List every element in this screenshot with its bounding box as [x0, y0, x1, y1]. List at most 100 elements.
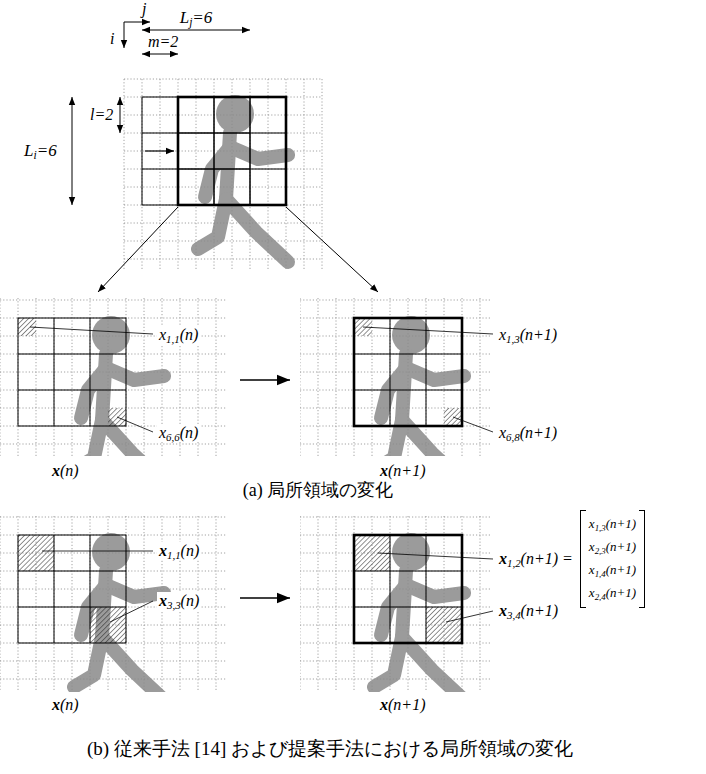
- block-line: [214, 97, 215, 205]
- math-label: m=2: [146, 33, 180, 51]
- text-part: (n): [180, 424, 199, 441]
- text-part: (b) 従来手法 [14] および提案手法における局所領域の変化: [87, 738, 573, 759]
- text-part: x: [499, 424, 506, 441]
- hatched-cell: [426, 607, 462, 643]
- grid-line: [318, 516, 319, 692]
- hatched-cell: [90, 607, 126, 643]
- text-part: 2,3: [595, 546, 606, 556]
- text-part: x: [52, 462, 60, 479]
- block-line: [18, 571, 126, 572]
- grid-line: [72, 298, 73, 456]
- time-arrow: [240, 379, 290, 380]
- text-part: x: [589, 516, 595, 531]
- walking-figure: [374, 316, 464, 456]
- grid-line: [124, 79, 125, 269]
- text-part: L: [180, 8, 189, 27]
- zoom-panel: [300, 298, 490, 456]
- leader-line: [378, 553, 493, 559]
- text-part: x: [159, 592, 167, 609]
- block-line: [426, 318, 427, 426]
- block-line: [354, 571, 462, 572]
- text-part: L: [24, 141, 33, 160]
- grid-line: [160, 79, 161, 269]
- dimension-arrow: [142, 54, 178, 55]
- grid-line: [0, 298, 1, 456]
- dimension-arrow: [72, 97, 73, 205]
- text-part: x: [499, 326, 506, 343]
- text-part: x: [380, 696, 388, 713]
- previous-window: [18, 318, 126, 426]
- current-window: [354, 535, 462, 643]
- time-arrow: [240, 597, 290, 598]
- grid-line: [0, 679, 226, 680]
- block-line: [90, 318, 91, 426]
- text-part: (n+1): [606, 516, 636, 531]
- grid-line: [336, 298, 337, 456]
- zoom-panel: [0, 516, 226, 692]
- grid-line: [196, 79, 197, 269]
- text-part: (n+1): [388, 696, 425, 713]
- dimension-arrow: [120, 97, 121, 133]
- grid-line: [216, 516, 217, 692]
- hatched-cell: [18, 535, 54, 571]
- math-label: x1,3(n+1): [497, 326, 559, 344]
- grid-line: [0, 516, 1, 692]
- window-border: [178, 97, 286, 205]
- text-part: (n+1) =: [521, 550, 573, 567]
- grid-line: [124, 133, 322, 134]
- shift-arrow: [145, 150, 174, 151]
- text-part: 6,6: [166, 431, 180, 443]
- leader-line: [42, 551, 153, 552]
- matrix-entry: x1,4(n+1): [589, 559, 636, 582]
- block-line: [354, 354, 462, 355]
- leader-line: [446, 611, 493, 622]
- block-line: [214, 97, 215, 205]
- text-part: (n): [60, 462, 79, 479]
- text-part: 6,8: [506, 431, 520, 443]
- grid-line: [390, 298, 391, 456]
- math-label: j: [140, 0, 148, 18]
- grid-line: [318, 298, 319, 456]
- grid-line: [336, 516, 337, 692]
- math-label: x6,8(n+1): [497, 424, 559, 442]
- text-part: (n+1): [520, 326, 557, 343]
- text-part: (n+1): [388, 462, 425, 479]
- text-part: j: [189, 16, 192, 29]
- leader-line: [117, 417, 153, 432]
- text-part: (n+1): [520, 424, 557, 441]
- block-line: [18, 390, 126, 391]
- text-part: (n): [181, 592, 200, 609]
- text-part: 2,4: [595, 592, 606, 602]
- matrix-bracket: [580, 510, 586, 608]
- text-part: x: [380, 462, 388, 479]
- walking-figure: [198, 95, 288, 262]
- vector-label: x(n): [50, 462, 81, 480]
- text-part: 1,3: [506, 333, 520, 345]
- block-line: [390, 535, 391, 643]
- grid-line: [304, 79, 305, 269]
- grid-line: [444, 516, 445, 692]
- matrix: x1,3(n+1)x2,3(n+1)x1,4(n+1)x2,4(n+1): [580, 510, 645, 608]
- text-part: 1,3: [595, 523, 606, 533]
- text-part: (n+1): [521, 602, 558, 619]
- text-part: =6: [192, 8, 212, 27]
- text-part: x: [159, 542, 167, 559]
- window-border: [142, 97, 250, 205]
- text-part: 1,4: [595, 569, 606, 579]
- previous-window: [142, 97, 250, 205]
- grid-line: [300, 517, 490, 518]
- block-line: [354, 390, 462, 391]
- vector-label: x3,3(n): [157, 592, 201, 610]
- vector-label: x(n+1): [378, 696, 427, 714]
- grid-line: [0, 571, 226, 572]
- vector-label: x3,4(n+1): [497, 602, 560, 620]
- text-part: (n+1): [606, 585, 636, 600]
- zoom-arrow: [98, 207, 178, 292]
- text-part: x: [159, 424, 166, 441]
- text-part: (n): [60, 696, 79, 713]
- block-line: [18, 354, 126, 355]
- walking-figure: [74, 316, 164, 456]
- grid-line: [250, 79, 251, 269]
- grid-line: [0, 390, 226, 391]
- grid-line: [300, 516, 301, 692]
